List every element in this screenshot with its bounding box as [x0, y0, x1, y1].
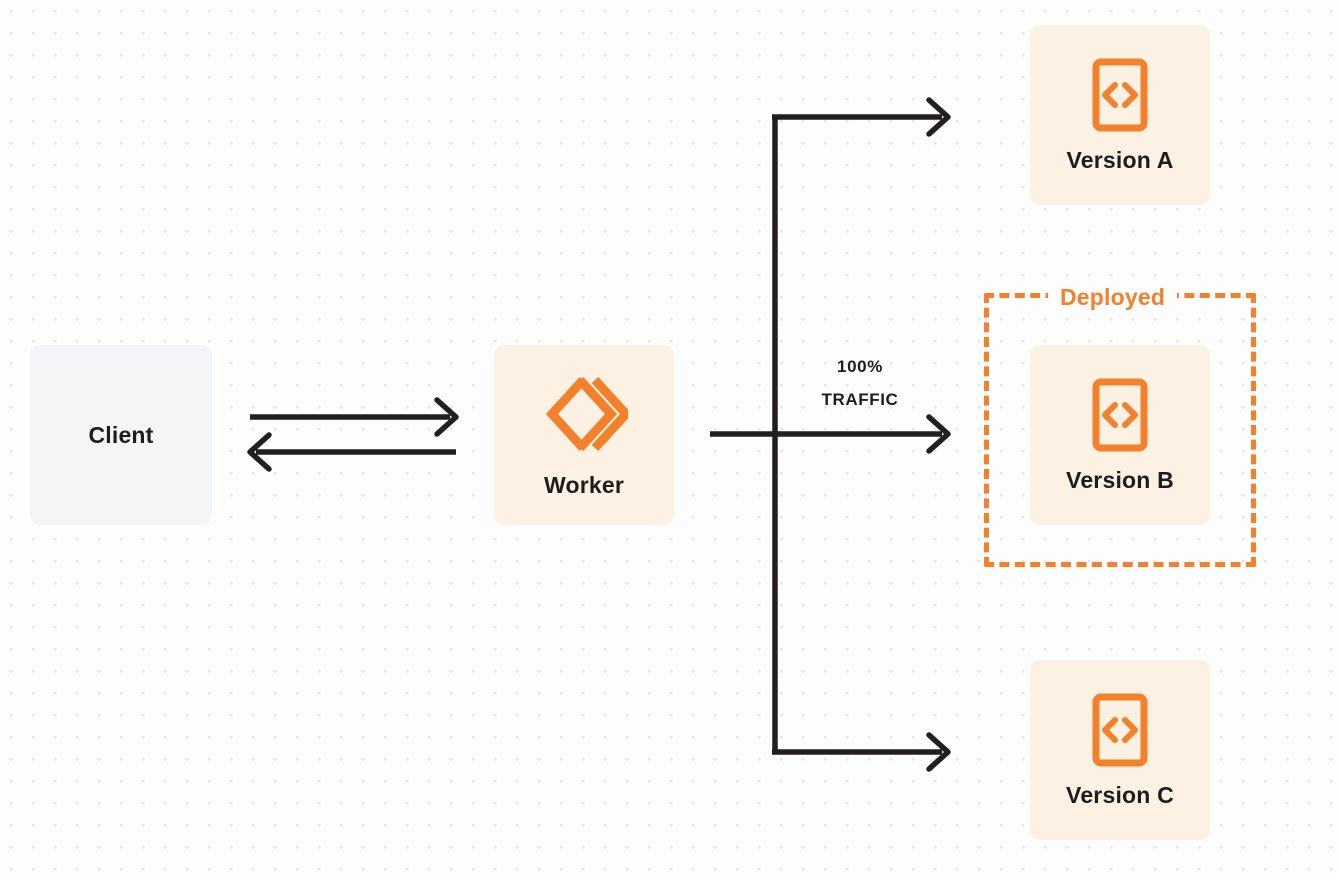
traffic-annotation: 100% TRAFFIC	[785, 350, 935, 416]
node-version-a[interactable]: Version A	[1030, 25, 1210, 205]
node-worker-label: Worker	[543, 471, 625, 498]
arrow-worker-to-version-c	[772, 732, 951, 772]
node-version-c[interactable]: Version C	[1030, 660, 1210, 840]
node-client-label: Client	[88, 421, 154, 448]
arrow-worker-to-version-a	[772, 97, 951, 137]
traffic-percent: 100%	[837, 357, 883, 376]
arrow-worker-to-client	[247, 432, 456, 472]
node-client[interactable]: Client	[30, 345, 212, 525]
code-file-icon	[1091, 57, 1149, 133]
node-version-c-label: Version C	[1066, 781, 1174, 808]
node-worker[interactable]: Worker	[494, 345, 674, 525]
node-version-b[interactable]: Version B	[1030, 345, 1210, 525]
code-file-icon	[1091, 692, 1149, 768]
arrow-client-to-worker	[250, 397, 459, 437]
code-file-icon	[1091, 377, 1149, 453]
deployed-group-label: Deployed	[1048, 284, 1178, 311]
arrow-worker-to-version-b	[775, 414, 951, 454]
node-version-b-label: Version B	[1066, 466, 1174, 493]
worker-branch-trunk	[710, 117, 778, 752]
cloudflare-workers-logo-icon	[540, 372, 628, 456]
traffic-caption: TRAFFIC	[821, 390, 899, 410]
node-version-a-label: Version A	[1066, 146, 1174, 173]
